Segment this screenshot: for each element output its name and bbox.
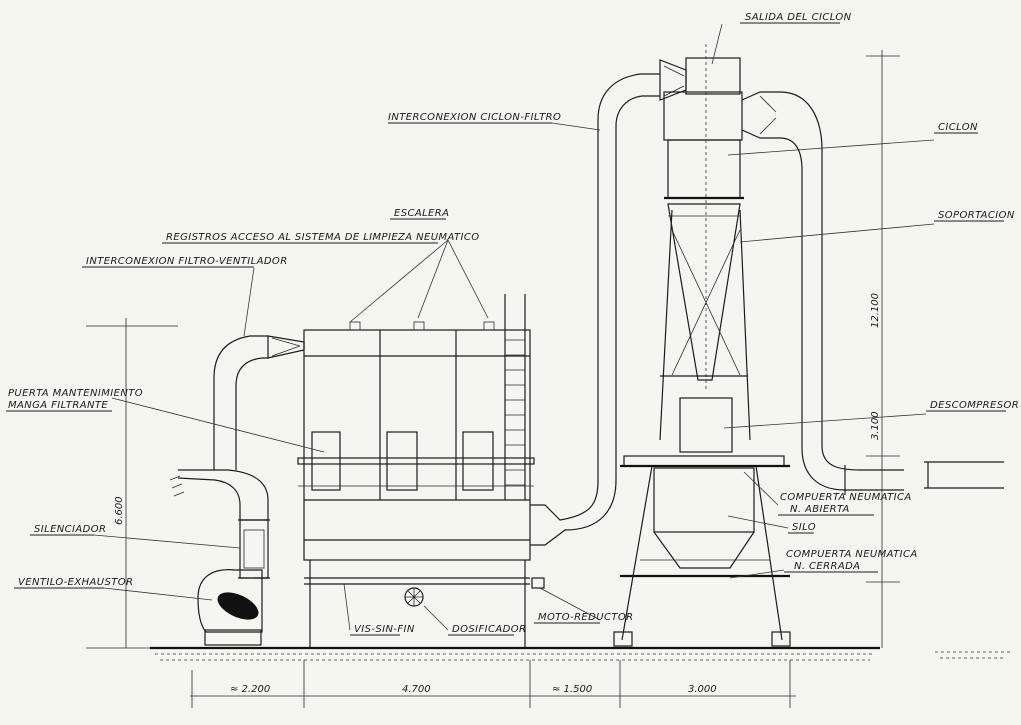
label-moto-reductor: MOTO-REDUCTOR: [538, 612, 633, 623]
horizontal-dimensions: ≈ 2.200 4.700 ≈ 1.500 3.000: [190, 660, 796, 708]
label-puerta-2: MANGA FILTRANTE: [8, 400, 108, 411]
label-silo: SILO: [792, 522, 816, 533]
fan-exhauster: [197, 569, 268, 646]
label-ventilo-exhaustor: VENTILO-EXHAUSTOR: [18, 577, 133, 588]
label-interconexion-filtro-ventilador: INTERCONEXION FILTRO-VENTILADOR: [86, 256, 288, 267]
label-salida-ciclon: SALIDA DEL CICLON: [745, 12, 852, 23]
cyclone: [659, 44, 751, 441]
cyclone-exit-duct: [741, 91, 1004, 495]
label-compuerta-cerrada-2: N. CERRADA: [794, 561, 860, 572]
label-silenciador: SILENCIADOR: [34, 524, 106, 535]
filter-fan-duct: [213, 335, 305, 470]
label-compuerta-abierta-1: COMPUERTA NEUMATICA: [780, 492, 912, 503]
fan-inlet-duct: [169, 469, 269, 520]
cyclone-filter-duct: [530, 59, 687, 546]
dim-width-gap: ≈ 1.500: [552, 684, 592, 695]
label-puerta-1: PUERTA MANTENIMIENTO: [8, 388, 143, 399]
label-vis-sin-fin: VIS-SIN-FIN: [354, 624, 415, 635]
bag-filter: [297, 294, 545, 648]
label-registros: REGISTROS ACCESO AL SISTEMA DE LIMPIEZA …: [166, 232, 479, 243]
silo-structure: [613, 397, 791, 647]
dim-width-filter: 4.700: [402, 684, 431, 695]
label-interconexion-ciclon-filtro: INTERCONEXION CICLON-FILTRO: [388, 112, 561, 123]
label-compuerta-abierta-2: N. ABIERTA: [790, 504, 850, 515]
vertical-dimensions: 6.600 12.100 3.100: [86, 50, 900, 649]
label-dosificador: DOSIFICADOR: [452, 624, 526, 635]
dim-filter-height: 6.600: [114, 496, 125, 525]
silencer: [238, 519, 270, 579]
callouts: SALIDA DEL CICLON INTERCONEXION CICLON-F…: [6, 12, 1019, 636]
ground-line: [150, 646, 1010, 661]
label-ciclon: CICLON: [938, 122, 978, 133]
label-soportacion: SOPORTACION: [938, 210, 1015, 221]
dim-silo-height: 3.100: [870, 411, 881, 440]
label-descompresor: DESCOMPRESOR: [930, 400, 1019, 411]
dim-width-fan: ≈ 2.200: [230, 684, 270, 695]
label-escalera: ESCALERA: [394, 208, 449, 219]
dim-width-cyclone: 3.000: [688, 684, 717, 695]
dim-overall-height: 12.100: [870, 293, 881, 328]
label-compuerta-cerrada-1: COMPUERTA NEUMATICA: [786, 549, 918, 560]
